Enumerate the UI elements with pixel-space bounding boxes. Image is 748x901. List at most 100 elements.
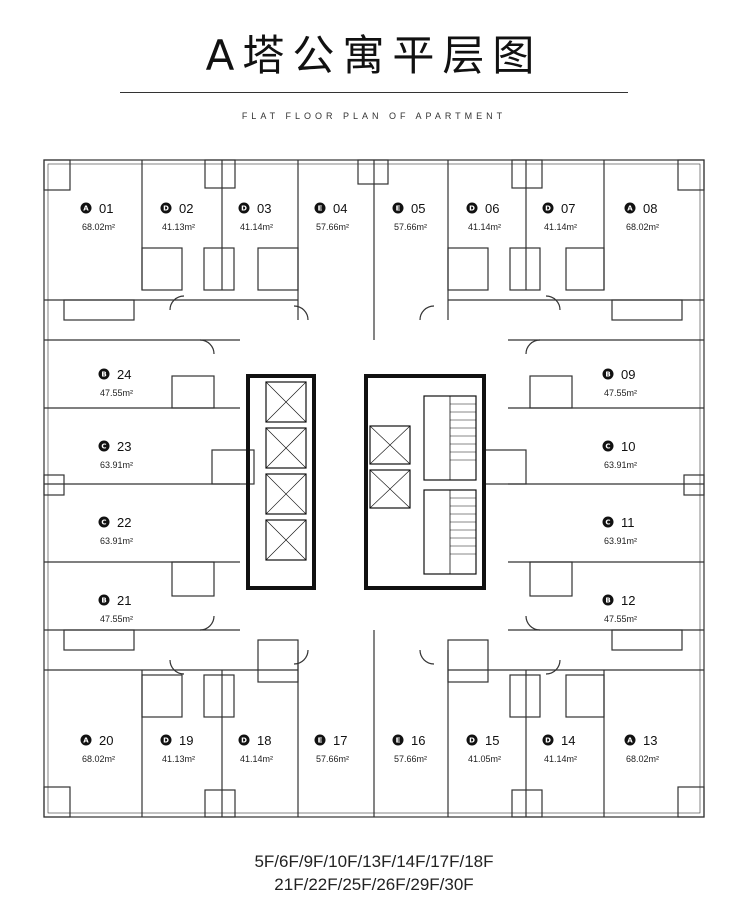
unit-12: B 12 47.55m² <box>602 593 637 624</box>
unit-area: 41.05m² <box>468 754 501 764</box>
unit-type-badge <box>602 440 614 452</box>
unit-type-badge <box>392 202 404 214</box>
unit-type-letter: D <box>545 205 551 213</box>
unit-number: 16 <box>411 733 425 748</box>
unit-area: 63.91m² <box>100 460 133 470</box>
unit-area: 68.02m² <box>82 222 115 232</box>
unit-type-badge <box>160 202 172 214</box>
unit-area: 63.91m² <box>604 536 637 546</box>
unit-number: 15 <box>485 733 499 748</box>
unit-type-badge <box>98 368 110 380</box>
unit-type-badge <box>624 202 636 214</box>
unit-number: 01 <box>99 201 113 216</box>
unit-type-letter: B <box>101 371 106 379</box>
title-divider <box>120 92 628 93</box>
floor-list-line-1: 5F/6F/9F/10F/13F/14F/17F/18F <box>254 852 494 871</box>
unit-type-letter: C <box>605 519 610 527</box>
unit-type-letter: D <box>241 205 247 213</box>
unit-type-letter: D <box>241 737 247 745</box>
unit-type-letter: C <box>605 443 610 451</box>
unit-type-letter: D <box>469 205 475 213</box>
unit-type-badge <box>466 202 478 214</box>
unit-02: D 02 41.13m² <box>160 201 195 232</box>
unit-number: 22 <box>117 515 131 530</box>
unit-area: 57.66m² <box>316 754 349 764</box>
unit-area: 41.13m² <box>162 754 195 764</box>
unit-11: C 11 63.91m² <box>602 515 637 546</box>
plan-walls <box>43 159 705 818</box>
unit-type-letter: D <box>163 205 169 213</box>
unit-type-letter: D <box>163 737 169 745</box>
balcony-sw <box>43 786 71 818</box>
unit-06: D 06 41.14m² <box>466 201 501 232</box>
unit-labels: A 01 68.02m² D 02 41.13m² D 03 41.14m² E 04 57.66m²… <box>80 201 659 764</box>
unit-type-letter: B <box>605 597 610 605</box>
unit-number: 20 <box>99 733 113 748</box>
unit-area: 63.91m² <box>604 460 637 470</box>
elevator-bank-left <box>246 374 316 590</box>
unit-type-badge <box>602 368 614 380</box>
unit-type-letter: C <box>101 519 106 527</box>
unit-number: 12 <box>621 593 635 608</box>
unit-number: 19 <box>179 733 193 748</box>
unit-03: D 03 41.14m² <box>238 201 273 232</box>
unit-type-letter: B <box>101 597 106 605</box>
unit-number: 14 <box>561 733 575 748</box>
unit-area: 41.14m² <box>240 222 273 232</box>
unit-number: 03 <box>257 201 271 216</box>
unit-type-letter: B <box>605 371 610 379</box>
unit-number: 24 <box>117 367 131 382</box>
unit-number: 10 <box>621 439 635 454</box>
unit-number: 08 <box>643 201 657 216</box>
unit-number: 13 <box>643 733 657 748</box>
unit-type-badge <box>392 734 404 746</box>
unit-number: 21 <box>117 593 131 608</box>
unit-number: 02 <box>179 201 193 216</box>
balcony-nw <box>43 159 71 191</box>
unit-number: 04 <box>333 201 347 216</box>
unit-number: 06 <box>485 201 499 216</box>
unit-type-badge <box>466 734 478 746</box>
stair-core <box>364 374 486 590</box>
floor-plan: A 01 68.02m² D 02 41.13m² D 03 41.14m² E 04 57.66m²… <box>43 159 705 818</box>
unit-type-badge <box>602 594 614 606</box>
unit-number: 18 <box>257 733 271 748</box>
unit-24: B 24 47.55m² <box>98 367 133 398</box>
balcony-ne <box>677 159 705 191</box>
unit-area: 41.14m² <box>544 222 577 232</box>
unit-type-badge <box>624 734 636 746</box>
unit-area: 57.66m² <box>394 754 427 764</box>
unit-number: 11 <box>621 515 635 530</box>
floor-list-line-2: 21F/22F/25F/26F/29F/30F <box>274 875 474 894</box>
unit-type-letter: D <box>545 737 551 745</box>
unit-type-letter: A <box>83 737 89 745</box>
unit-09: B 09 47.55m² <box>602 367 637 398</box>
unit-area: 68.02m² <box>626 222 659 232</box>
unit-07: D 07 41.14m² <box>542 201 577 232</box>
unit-number: 23 <box>117 439 131 454</box>
unit-type-badge <box>542 202 554 214</box>
unit-type-badge <box>160 734 172 746</box>
unit-type-badge <box>238 202 250 214</box>
elevator-core <box>246 374 486 590</box>
unit-area: 41.14m² <box>468 222 501 232</box>
unit-number: 09 <box>621 367 635 382</box>
unit-type-badge <box>602 516 614 528</box>
unit-area: 47.55m² <box>604 614 637 624</box>
unit-area: 57.66m² <box>316 222 349 232</box>
unit-type-letter: E <box>318 205 323 213</box>
unit-area: 57.66m² <box>394 222 427 232</box>
unit-area: 47.55m² <box>604 388 637 398</box>
unit-area: 41.13m² <box>162 222 195 232</box>
unit-number: 07 <box>561 201 575 216</box>
unit-area: 47.55m² <box>100 388 133 398</box>
unit-type-badge <box>80 202 92 214</box>
